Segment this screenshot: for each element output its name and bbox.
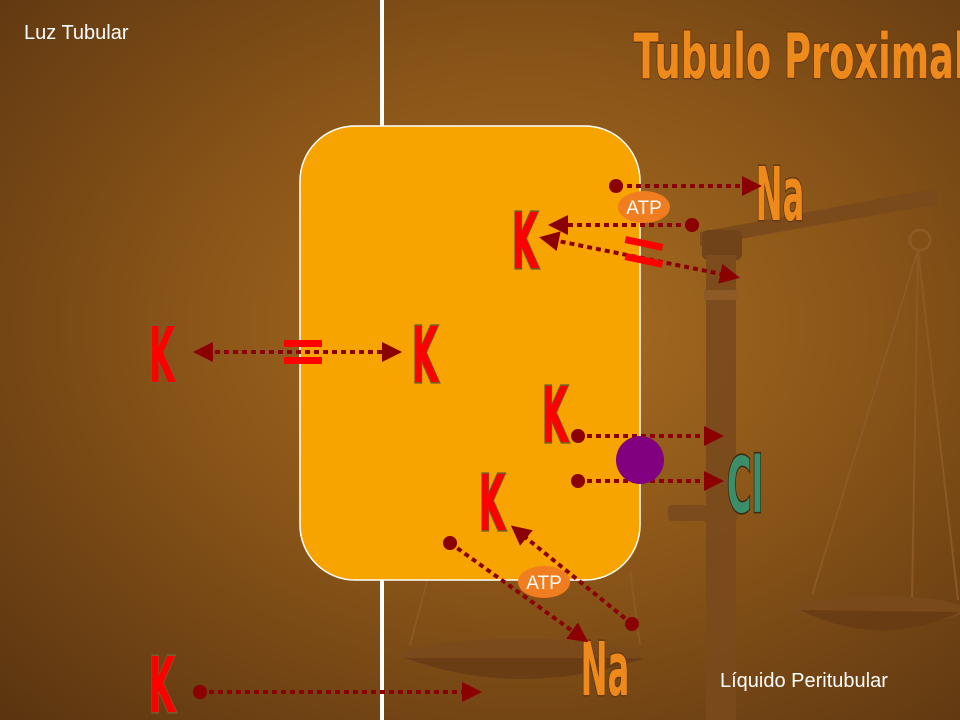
ion-cl: Cl [727,441,763,530]
label-liquido-peritubular: Líquido Peritubular [720,670,888,692]
kcl-cotransporter [616,436,664,484]
channel-marker-lumen [284,357,322,364]
atp-label-bottom: ATP [526,573,562,594]
arrow-k-channel-top [539,231,740,284]
label-luz-tubular: Luz Tubular [24,22,129,44]
arrow-dot [571,429,585,443]
ion-na-top: Na [756,153,805,239]
ion-k-lower: K [479,459,506,548]
ion-k-lumen: K [149,311,176,400]
channel-marker-lumen [284,340,322,347]
ion-k-cotransport: K [542,371,569,460]
arrow-dot [571,474,585,488]
ion-k-cell-middle: K [412,311,439,400]
ion-k-bottom: K [149,641,176,720]
arrow-dot [625,617,639,631]
arrow-k-in-bottom [510,525,634,626]
arrow-dot [193,685,207,699]
atp-badge-top: ATP [618,191,670,223]
atp-label-top: ATP [626,198,662,219]
ion-k-upper: K [512,197,539,286]
arrow-dot [443,536,457,550]
arrow-na-out-bottom [448,541,589,643]
title-tubulo-proximal: Tubulo Proximal [634,22,960,94]
ion-na-bottom: Na [581,628,630,714]
channel-marker-basolateral [624,236,664,251]
channel-marker-basolateral [624,253,664,268]
scale-illustration [402,188,960,720]
arrow-dot [685,218,699,232]
atp-badge-bottom: ATP [518,566,570,598]
arrow-dot [609,179,623,193]
